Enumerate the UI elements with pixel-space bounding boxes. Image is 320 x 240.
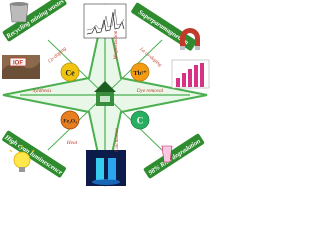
node-tb: Tb³⁺ <box>130 62 150 82</box>
xrd-plot <box>83 3 127 39</box>
node-fe: Fe₃O₄ <box>60 110 80 130</box>
label-magnetization: Magnetization <box>114 30 119 60</box>
degradation-bar-chart <box>171 59 210 89</box>
luminescence-photo <box>86 150 126 186</box>
mine-photo: IOF <box>2 55 40 79</box>
graphical-abstract: Recycling mining wastes Superparamagneti… <box>2 0 210 187</box>
beaker-icon <box>161 145 173 163</box>
banner-bottom-left: High cyan luminescence <box>2 130 66 178</box>
node-fe-label: Fe₃O₄ <box>63 119 77 125</box>
node-ce-label: Ce <box>65 69 75 78</box>
label-synthesis: Synthesis <box>33 89 52 94</box>
waste-bucket-icon <box>9 2 29 23</box>
label-heat: Heat <box>66 140 78 146</box>
label-ce-doping: Ce-doping <box>47 46 68 65</box>
label-calcination: Calcination <box>115 128 120 152</box>
node-ce: Ce <box>60 62 80 82</box>
nanocomposite-house-icon <box>94 81 116 106</box>
magnet-icon <box>180 28 200 50</box>
banner-bottom-left-label: High cyan luminescence <box>3 133 64 176</box>
banner-top-right: Superparamagnetism <box>131 2 197 51</box>
node-c: C <box>130 110 150 130</box>
mine-photo-label: IOF <box>13 61 23 67</box>
light-bulb-icon <box>9 145 35 172</box>
node-c-label: C <box>137 116 144 126</box>
label-dye-removal: Dye removal <box>136 88 164 94</box>
node-tb-label: Tb³⁺ <box>133 70 147 77</box>
